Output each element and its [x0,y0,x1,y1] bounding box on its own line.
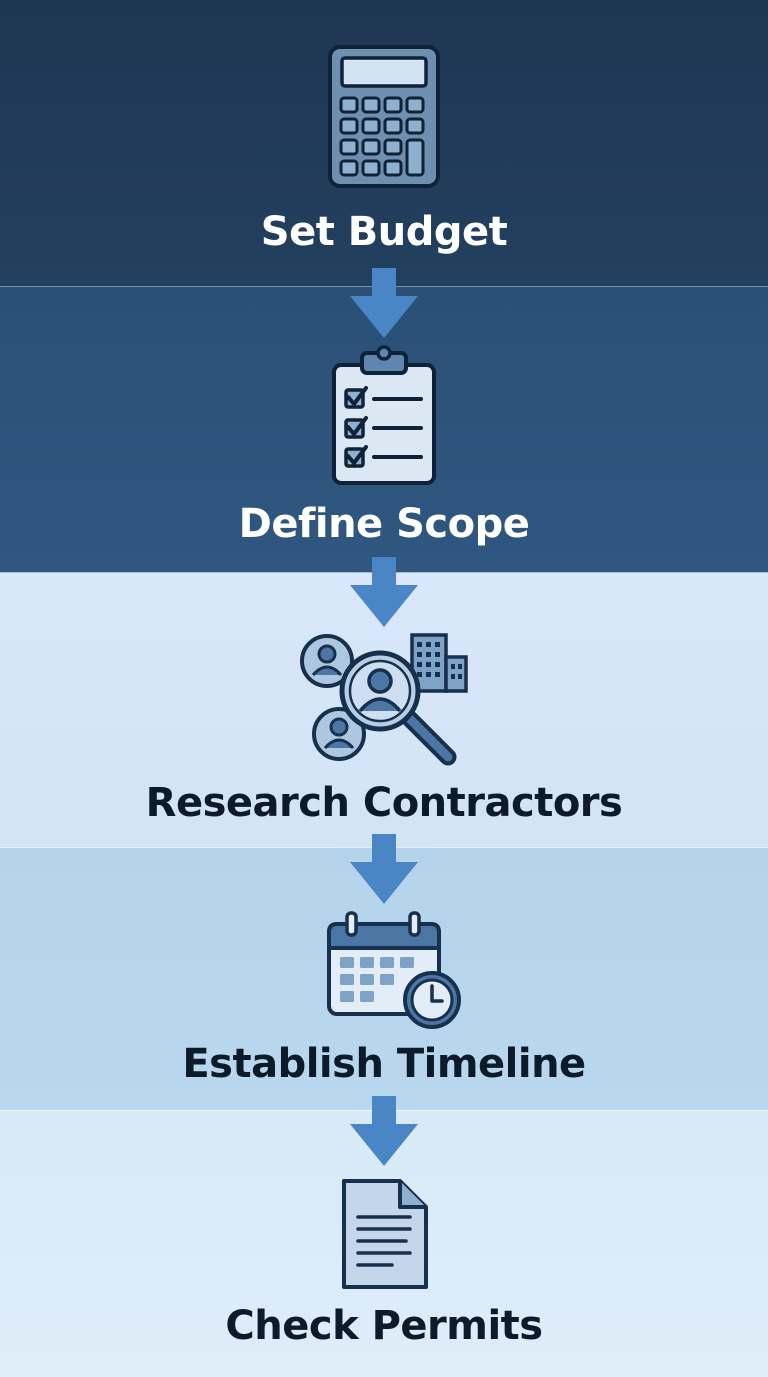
calendar-clock-icon [327,911,461,1029]
document-icon [342,1179,428,1289]
calculator-icon [328,45,440,188]
down-arrow-icon [350,1096,418,1166]
step-label: Check Permits [225,1303,543,1349]
down-arrow-icon [350,557,418,627]
step-label: Research Contractors [145,780,623,826]
clipboard-checklist-icon [332,345,436,485]
step-label: Define Scope [238,501,530,547]
step-band-set-budget: Set Budget [0,0,768,286]
down-arrow-icon [350,834,418,904]
search-people-icon [300,633,468,766]
step-label: Establish Timeline [182,1041,586,1087]
step-band-establish-timeline: Establish Timeline [0,847,768,1111]
down-arrow-icon [350,268,418,338]
step-label: Set Budget [260,209,508,255]
